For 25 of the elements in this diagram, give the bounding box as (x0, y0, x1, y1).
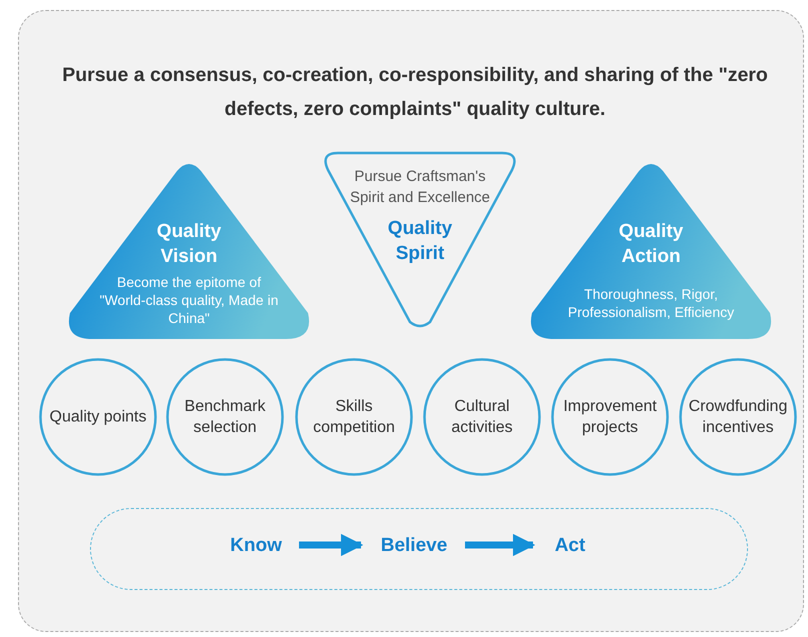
description: Skills competition (312, 397, 396, 438)
description: Pursue Craftsman's Spirit and Excellence (348, 167, 492, 208)
practice-circle (295, 358, 413, 476)
stage-text: Act (554, 534, 586, 558)
description: Benchmark selection (184, 397, 266, 438)
description: Improvement projects (562, 397, 658, 438)
description: Cultural activities (450, 397, 514, 438)
description: Quality points (48, 408, 148, 428)
practice-circle (166, 358, 284, 476)
arrow (465, 534, 536, 556)
dashed-band (90, 508, 748, 590)
heading: Quality Action (618, 220, 684, 269)
stage-text: Know (229, 534, 283, 558)
description: Become the epitome of "World-class quality, Made in China" (98, 273, 280, 327)
practice-circle (39, 358, 157, 476)
practice-circle (551, 358, 669, 476)
practice-circle (423, 358, 541, 476)
heading: Quality Spirit (386, 217, 454, 266)
heading: Quality Vision (156, 220, 222, 269)
description: Thoroughness, Rigor, Professionalism, Efficiency (566, 285, 736, 321)
practice-circle (679, 358, 797, 476)
title: Pursue a consensus, co-creation, co-responsibility, and sharing of the "zero defects, zero complaints" quality culture. (61, 63, 769, 122)
description: Crowdfunding incentives (688, 397, 788, 438)
arrow (299, 534, 364, 556)
stage-text: Believe (380, 534, 448, 558)
